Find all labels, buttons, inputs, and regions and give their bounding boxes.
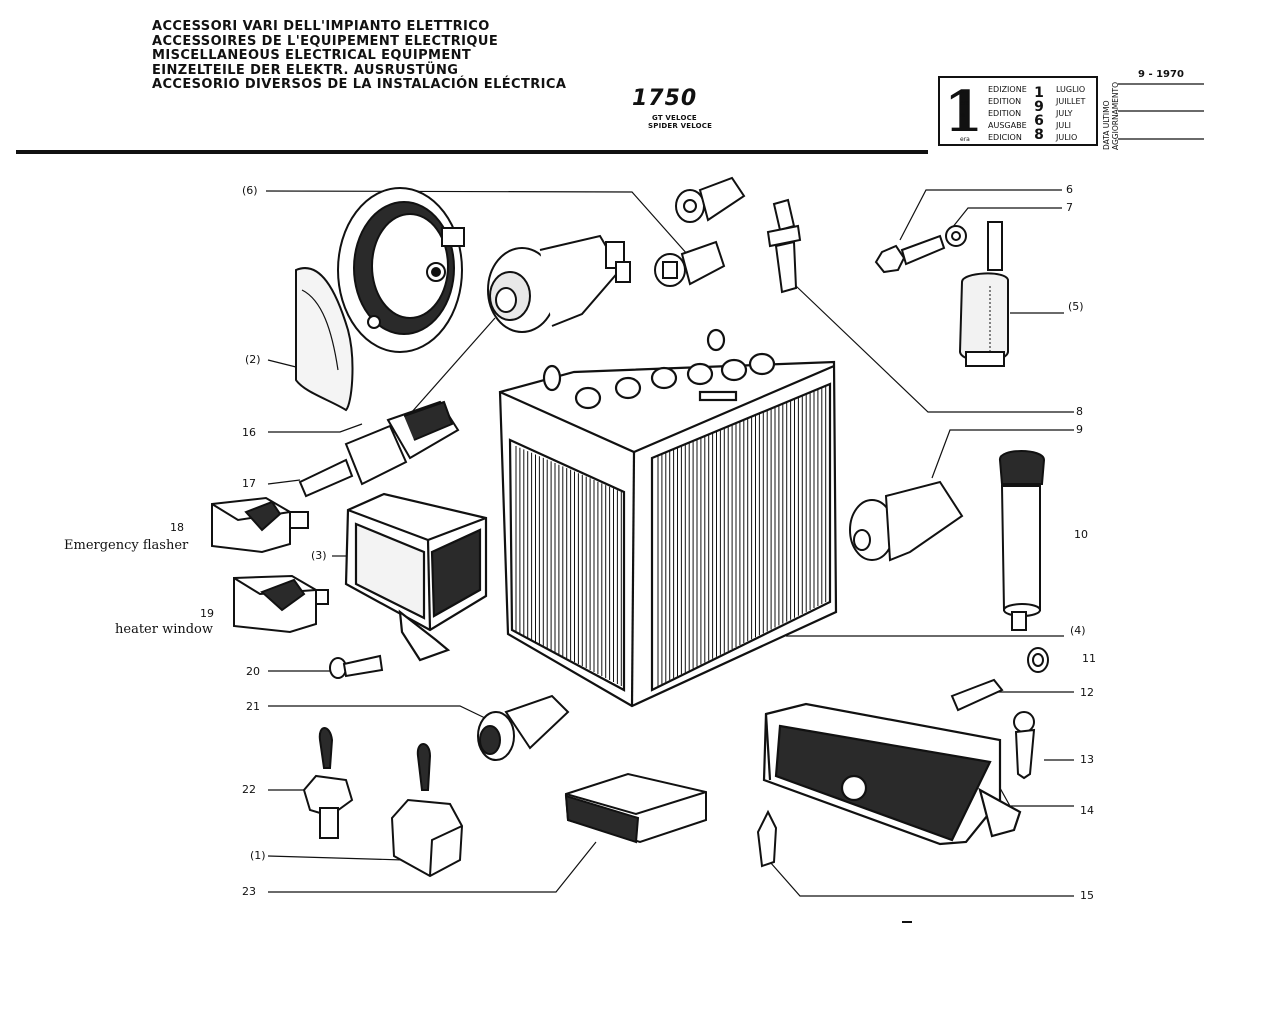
title-german: EINZELTEILE DER ELEKTR. AUSRUSTÜNG <box>152 62 459 78</box>
edition-month-it: LUGLIO <box>1056 85 1086 94</box>
edition-year: 1 9 6 8 <box>1026 86 1052 142</box>
callout-13: 13 <box>1080 753 1094 766</box>
update-date: 9 - 1970 <box>1138 69 1184 80</box>
edition-word-fr: EDITION <box>988 97 1022 106</box>
callout-18: 18 <box>170 521 184 534</box>
callout-6-paren: (6) <box>242 184 258 197</box>
horn <box>295 187 465 412</box>
title-french: ACCESSOIRES DE L'EQUIPEMENT ELECTRIQUE <box>152 33 499 49</box>
callout-8: 8 <box>1076 405 1083 418</box>
toggle-switch-1 <box>390 743 464 878</box>
callout-2: (2) <box>245 353 261 366</box>
edition-suffix-en: st <box>960 112 966 119</box>
edition-word-it: EDIZIONE <box>988 85 1027 94</box>
year-digit-6: 6 <box>1034 113 1044 129</box>
edition-word-de: AUSGABE <box>988 121 1027 130</box>
push-switch <box>487 234 631 333</box>
edition-box: 1 a ere st . era EDIZIONE EDITION EDITIO… <box>938 76 1098 146</box>
small-hardware <box>950 647 1049 780</box>
edition-word-es: EDICION <box>988 133 1022 142</box>
year-digit-1: 1 <box>1034 85 1044 101</box>
model-number: 1750 <box>632 86 698 111</box>
edition-suffix-es: era <box>960 136 970 143</box>
heater-window-relay <box>233 574 329 634</box>
title-english: MISCELLANEOUS ELECTRICAL EQUIPMENT <box>152 48 472 64</box>
callout-21: 21 <box>246 700 260 713</box>
lamp-holder <box>849 480 964 562</box>
title-spanish: ACCESORIO DIVERSOS DE LA INSTALACIÓN ELÉ… <box>152 77 567 93</box>
callout-14: 14 <box>1080 804 1094 817</box>
callout-15: 15 <box>1080 889 1094 902</box>
callout-10: 10 <box>1074 528 1088 541</box>
edition-month-en: JULY <box>1056 109 1073 118</box>
title-italian: ACCESSORI VARI DELL'IMPIANTO ELETTRICO <box>152 19 490 34</box>
callout-22: 22 <box>242 783 256 796</box>
push-switch-21 <box>477 694 570 761</box>
socket-pair <box>654 176 746 287</box>
battery <box>498 328 838 708</box>
callout-20: 20 <box>246 665 260 678</box>
year-digit-9: 9 <box>1034 99 1044 115</box>
toggle-switch-22 <box>302 727 354 839</box>
label-heater-window: heater window <box>115 622 214 637</box>
header-rule <box>16 150 928 154</box>
lamp-housing <box>762 702 1022 846</box>
update-lines <box>1118 83 1204 140</box>
edition-word-en: EDITION <box>988 109 1022 118</box>
year-digit-8: 8 <box>1034 127 1044 143</box>
variant-gt-veloce: GT VELOCE <box>652 114 697 122</box>
callout-23: 23 <box>242 885 256 898</box>
callout-16: 16 <box>242 426 256 439</box>
edition-suffix-it: a <box>960 88 964 95</box>
festoon-bulb <box>756 809 778 868</box>
title-block: ACCESSORI VARI DELL'IMPIANTO ELETTRICO A… <box>152 19 567 93</box>
edition-number: 1 <box>944 79 983 145</box>
variant-spider-veloce: SPIDER VELOCE <box>648 122 713 130</box>
callout-1: (1) <box>250 849 266 862</box>
fuse-holder <box>999 450 1046 631</box>
edition-suffix-de: . <box>960 124 962 131</box>
callout-19: 19 <box>200 607 214 620</box>
callout-17: 17 <box>242 477 256 490</box>
plug-connector <box>766 198 802 294</box>
callout-3: (3) <box>311 549 327 562</box>
emergency-flasher-relay <box>211 496 309 554</box>
electronic-module <box>564 772 707 844</box>
relay-box <box>344 492 488 662</box>
callout-12: 12 <box>1080 686 1094 699</box>
callout-11: 11 <box>1082 652 1096 665</box>
battery-ribs <box>515 385 827 686</box>
edition-suffix-fr: ere <box>960 100 970 107</box>
edition-month-es: JULIO <box>1056 133 1078 142</box>
callout-4: (4) <box>1070 624 1086 637</box>
bolt-washer-capacitor <box>874 221 1009 367</box>
pressure-switch <box>298 400 460 498</box>
callout-9: 9 <box>1076 423 1083 436</box>
callout-7: 7 <box>1066 201 1073 214</box>
screw-20 <box>329 654 384 679</box>
edition-month-fr: JUILLET <box>1056 97 1086 106</box>
callout-6: 6 <box>1066 183 1073 196</box>
callout-5: (5) <box>1068 300 1084 313</box>
edition-month-de: JULI <box>1056 121 1072 130</box>
label-emergency-flasher: Emergency flasher <box>64 538 189 553</box>
